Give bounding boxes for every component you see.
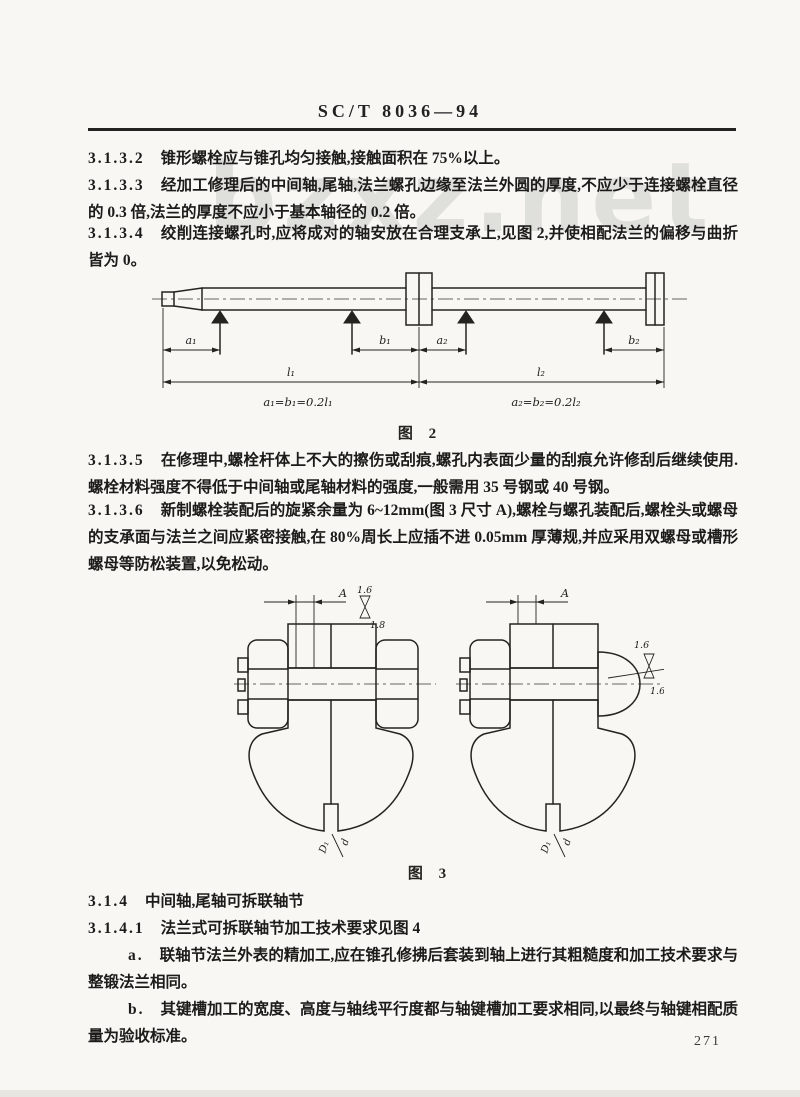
dim-a2-label: a₂ — [437, 334, 448, 347]
figure-3-caption: 图 3 — [407, 866, 453, 882]
standard-number-header: SC/T 8036—94 — [317, 101, 483, 121]
figure3-right-label-d: d — [561, 837, 573, 846]
watermark: bzxz.net — [208, 142, 715, 254]
page-number: 271 — [694, 1034, 721, 1049]
section-number: 3.1.3.6 — [88, 502, 145, 519]
section-number: 3.1.3.4 — [88, 225, 145, 242]
section-number: 3.1.3.2 — [88, 150, 145, 167]
section-text: 中间轴,尾轴可拆联轴节 — [145, 893, 304, 910]
figure3-left-label-D: D₁ — [317, 840, 331, 856]
section-text: 新制螺栓装配后的旋紧余量为 6~12mm(图 3 尺寸 A),螺栓与螺孔装配后,… — [88, 502, 738, 573]
section-text: 经加工修理后的中间轴,尾轴,法兰螺孔边缘至法兰外圆的厚度,不应少于连接螺栓直径的… — [88, 177, 738, 221]
figure3-left-rough-top: 1.6 — [357, 585, 372, 596]
scan-edge-shadow — [0, 1090, 800, 1097]
section-text: 法兰式可拆联轴节加工技术要求见图 4 — [160, 920, 421, 937]
item-text: 其键槽加工的宽度、高度与轴线平行度都与轴键槽加工要求相同,以最终与轴键相配质量为… — [88, 1001, 738, 1045]
paragraph-b: b.其键槽加工的宽度、高度与轴线平行度都与轴键槽加工要求相同,以最终与轴键相配质… — [88, 996, 738, 1050]
item-letter: a. — [128, 947, 144, 964]
section-number: 3.1.4 — [88, 893, 129, 910]
dim-a1-label: a₁ — [186, 334, 197, 347]
figure-2-caption: 图 2 — [397, 426, 443, 442]
section-text: 锥形螺栓应与锥孔均匀接触,接触面积在 75%以上。 — [160, 150, 510, 167]
dim-l2-label: l₂ — [537, 366, 545, 379]
figure3-right-rough-top: 1.6 — [634, 640, 649, 651]
figure3-left-label-d: d — [339, 837, 351, 846]
figure3-right-dim-a: A — [560, 587, 569, 600]
section-number: 3.1.3.5 — [88, 452, 145, 469]
figure2-formula-left: a₁=b₁=0.2l₁ — [263, 395, 332, 409]
section-text: 在修理中,螺栓杆体上不大的擦伤或刮痕,螺孔内表面少量的刮痕允许修刮后继续使用.螺… — [88, 452, 738, 496]
section-number: 3.1.4.1 — [88, 920, 145, 937]
item-text: 联轴节法兰外表的精加工,应在锥孔修拂后套装到轴上进行其粗糙度和加工技术要求与整锻… — [88, 947, 738, 991]
figure3-right-rough-bottom: 1.6 — [650, 686, 664, 697]
figure3-left-view: A 1.6 1.8 — [234, 585, 436, 858]
paragraph-3-1-4-1: 3.1.4.1 法兰式可拆联轴节加工技术要求见图 4 — [88, 915, 738, 942]
header-rule — [88, 128, 736, 131]
figure3-right-view: A 1.6 1.6 D₁ — [456, 587, 667, 858]
section-number: 3.1.3.3 — [88, 177, 145, 194]
paragraph-a: a.联轴节法兰外表的精加工,应在锥孔修拂后套装到轴上进行其粗糙度和加工技术要求与… — [88, 942, 738, 996]
item-letter: b. — [128, 1001, 145, 1018]
dim-b2-label: b₂ — [628, 334, 639, 347]
figure3-right-label-D: D₁ — [539, 840, 553, 856]
figure-2-drawing: a₁ b₁ a₂ b₂ l₁ l₂ a₁=b₁=0.2l₁ a₂=b₂=0.2l… — [148, 262, 692, 419]
figure3-left-dim-a: A — [338, 587, 347, 600]
figure-3-drawing: A 1.6 1.8 — [232, 582, 667, 865]
dim-l1-label: l₁ — [287, 366, 295, 379]
paragraph-3-1-3-2: 3.1.3.2 锥形螺栓应与锥孔均匀接触,接触面积在 75%以上。 — [88, 145, 738, 172]
paragraph-3-1-4: 3.1.4 中间轴,尾轴可拆联轴节 — [88, 888, 738, 915]
figure3-left-rough-bottom: 1.8 — [370, 620, 385, 631]
dim-b1-label: b₁ — [379, 334, 390, 347]
section-text: 绞削连接螺孔时,应将成对的轴安放在合理支承上,见图 2,并使相配法兰的偏移与曲折… — [88, 225, 738, 269]
figure2-formula-right: a₂=b₂=0.2l₂ — [511, 395, 581, 409]
support-symbols — [211, 310, 613, 355]
